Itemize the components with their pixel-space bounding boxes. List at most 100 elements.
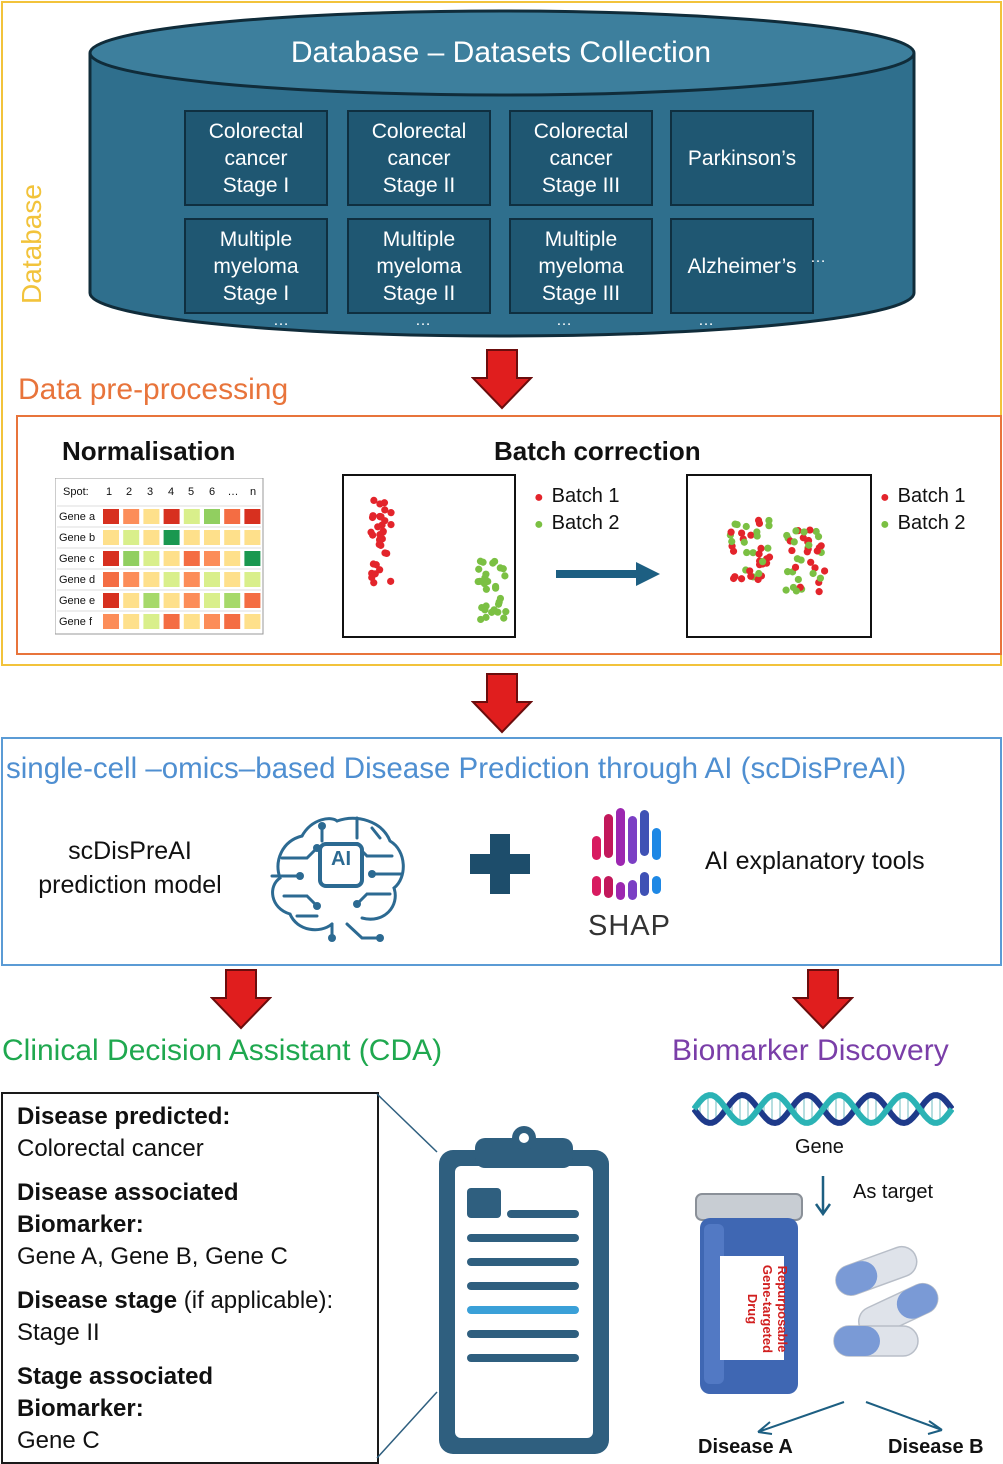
heatmap-cell <box>143 593 160 608</box>
scatter-point-batch-2 <box>476 557 485 565</box>
heatmap-row-label: Gene d <box>59 574 95 586</box>
scatter-point-batch-2 <box>728 537 736 546</box>
disease-b-label: Disease B <box>888 1436 984 1458</box>
scatter-point-batch-1 <box>817 542 825 550</box>
heatmap-cell <box>143 509 160 524</box>
scatter-point-batch-1 <box>746 567 754 575</box>
database-title: Database – Datasets Collection <box>290 36 712 69</box>
ai-section-border <box>1 737 1002 966</box>
heatmap-cell <box>103 530 119 545</box>
down-arrow-icon <box>210 969 272 1030</box>
heatmap-cell <box>224 593 241 608</box>
heatmap-cell <box>204 614 220 629</box>
scatter-point-batch-1 <box>369 512 377 520</box>
scatter-point-batch-2 <box>490 606 498 614</box>
heatmap-cell <box>183 572 200 587</box>
cda-disease-biomarker: Disease associated Biomarker: Gene A, Ge… <box>17 1179 288 1270</box>
heatmap-header: n <box>250 486 256 498</box>
heatmap-cell <box>183 614 200 629</box>
heatmap-cell <box>163 614 180 629</box>
ellipsis: … <box>810 249 826 266</box>
heatmap-cell <box>163 572 180 587</box>
heatmap-header: 3 <box>147 486 153 498</box>
gene-label: Gene <box>795 1136 844 1158</box>
scatter-point-batch-2 <box>477 615 485 624</box>
heatmap-cell <box>143 530 160 545</box>
ai-brain-icon <box>270 816 405 942</box>
heatmap-cell <box>204 530 220 545</box>
scatter-point-batch-1 <box>381 506 389 514</box>
shap-label: SHAP <box>588 910 671 942</box>
scatter-point-batch-2 <box>476 577 484 585</box>
heatmap-cell <box>224 530 241 545</box>
scatter-point-batch-1 <box>376 500 384 508</box>
heatmap-cell <box>244 593 261 608</box>
scatter-point-batch-1 <box>387 577 395 585</box>
heatmap-cell <box>183 530 200 545</box>
heatmap-cell <box>143 551 160 566</box>
scatter-point-batch-2 <box>784 568 792 576</box>
heatmap-row-label: Gene f <box>59 616 93 628</box>
legend-after: ●Batch 1 ●Batch 2 <box>880 485 966 535</box>
drug-label: Repurposable Gene-targeted Drug <box>745 1264 791 1354</box>
shap-logo-icon <box>592 808 661 900</box>
heatmap-header: … <box>228 486 239 498</box>
ellipsis: … <box>556 312 572 329</box>
shap-bar <box>640 810 649 856</box>
heatmap-header: 6 <box>209 486 215 498</box>
ellipsis: … <box>698 312 714 329</box>
scatter-point-batch-1 <box>806 526 814 534</box>
dataset-alzheimers: Alzheimer’s <box>670 218 814 314</box>
cda-disease-stage: Disease stage (if applicable): Stage II <box>17 1287 334 1346</box>
pills-icon <box>833 1245 939 1357</box>
scatter-point-batch-1 <box>367 528 375 536</box>
dna-icon <box>692 1091 954 1127</box>
heatmap-row-label: Gene b <box>59 532 95 544</box>
disease-a-label: Disease A <box>698 1436 793 1458</box>
database-side-label: Database <box>16 184 47 304</box>
scatter-point-batch-2 <box>742 522 750 531</box>
scatter-point-batch-2 <box>794 575 802 584</box>
scatter-point-batch-1 <box>376 566 384 574</box>
heatmap-header: Spot: <box>63 486 89 498</box>
heatmap-cell <box>103 509 119 524</box>
scatter-point-batch-2 <box>797 556 805 564</box>
scatter-point-batch-1 <box>381 549 389 557</box>
prediction-model-label: scDisPreAI prediction model <box>38 837 222 899</box>
scatter-point-batch-1 <box>807 558 815 566</box>
scatter-point-batch-1 <box>387 509 395 517</box>
heatmap-row-label: Gene a <box>59 511 96 523</box>
down-arrow-icon <box>471 349 533 410</box>
plus-icon <box>470 834 530 894</box>
shap-bar <box>616 882 625 900</box>
as-target-label: As target <box>853 1181 934 1203</box>
shap-bar <box>604 876 613 898</box>
ai-section-title: single-cell –omics–based Disease Predict… <box>6 752 907 785</box>
scatter-point-batch-1 <box>376 531 384 539</box>
scatter-point-batch-1 <box>727 528 735 536</box>
heatmap-cell <box>123 530 140 545</box>
heatmap-cell <box>163 530 180 545</box>
heatmap-cell <box>244 530 261 545</box>
scatter-point-batch-2 <box>743 548 751 557</box>
scatter-point-batch-1 <box>754 575 762 584</box>
scatter-point-batch-1 <box>370 496 378 505</box>
heatmap-cell <box>183 509 200 524</box>
scatter-point-batch-2 <box>782 586 790 594</box>
scatter-point-batch-2 <box>502 608 510 616</box>
preprocessing-section-border <box>16 415 1002 655</box>
scatter-point-batch-2 <box>790 538 798 546</box>
scatter-point-batch-2 <box>765 522 773 530</box>
legend-item-batch-2: ●Batch 2 <box>534 512 620 534</box>
heatmap-row-label: Gene c <box>59 553 95 565</box>
heatmap-cell <box>224 614 241 629</box>
heatmap-cell <box>244 509 261 524</box>
clipboard-icon <box>376 1093 609 1459</box>
shap-bar <box>628 880 637 900</box>
biomarker-title: Biomarker Discovery <box>672 1034 949 1067</box>
heatmap-cell <box>163 551 180 566</box>
